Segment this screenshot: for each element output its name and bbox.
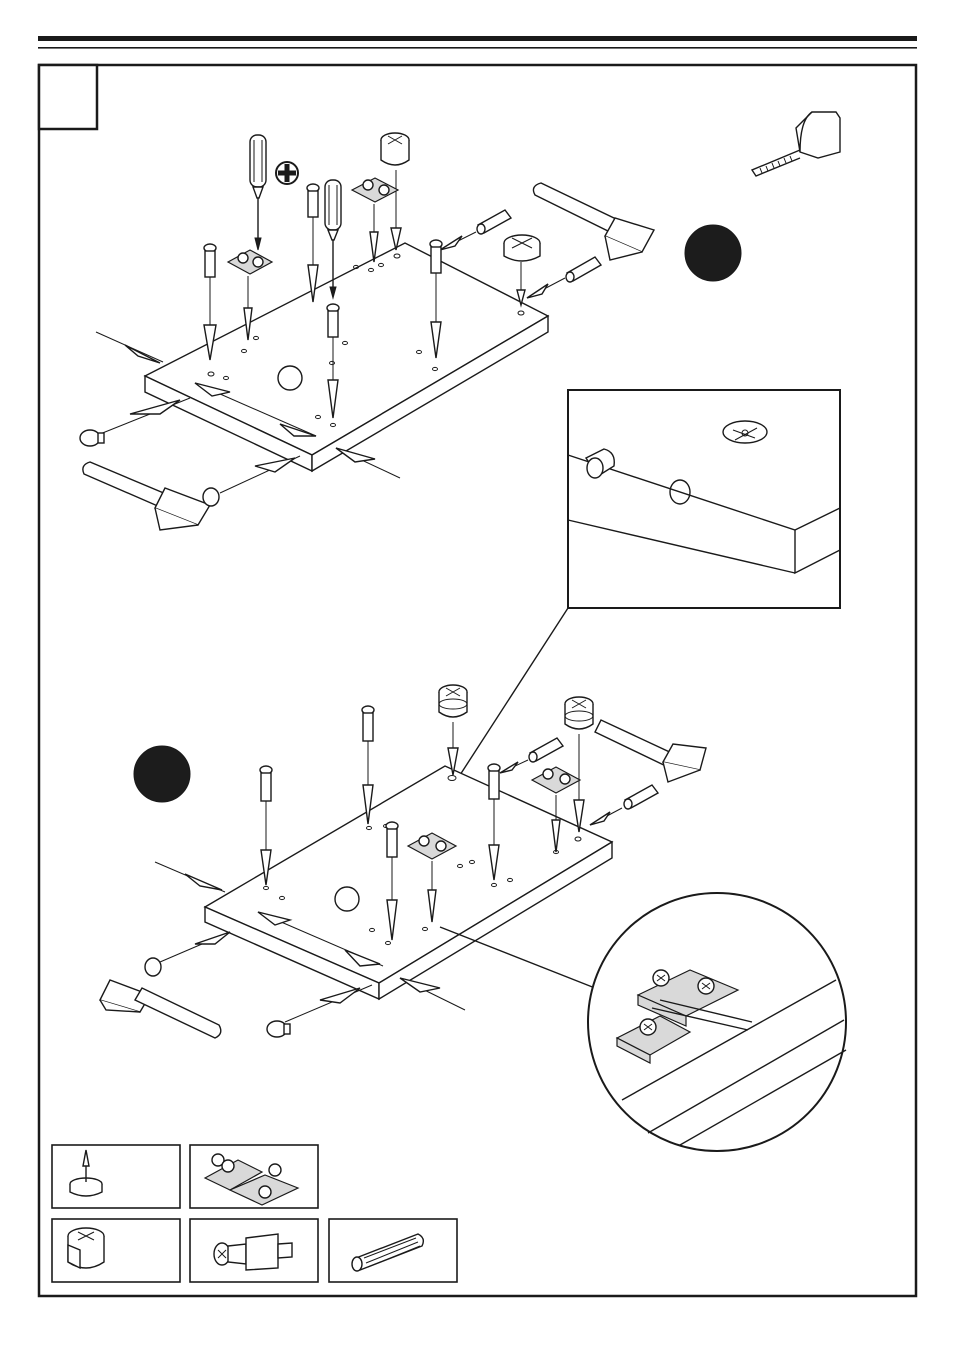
step-badge-a (685, 225, 741, 281)
step-badge-b (134, 746, 190, 802)
cam-bolt-bottom-2 (362, 706, 374, 824)
detail-leader-2 (440, 927, 600, 990)
header-rule-thick (38, 36, 917, 41)
hammer-icon-bottom-right (595, 720, 706, 782)
dowel-top-a (440, 210, 511, 250)
parts-legend (52, 1145, 457, 1282)
detail-panel-rect (568, 390, 840, 608)
dowel-bottom-b (590, 785, 658, 825)
step-number-box (39, 65, 97, 129)
detail-circle (588, 893, 846, 1151)
hammer-icon-bottom-left (100, 958, 221, 1038)
header-rule-thin (38, 47, 917, 49)
cam-lock-icon-detail (723, 421, 767, 443)
cam-bolt-bottom-1 (260, 766, 272, 885)
cam-lock-bottom-center (439, 685, 467, 775)
glide-nail-bottom (267, 1021, 290, 1037)
hammer-icon-top-right (533, 183, 654, 260)
part-box-cam-bolt (190, 1219, 318, 1282)
phillips-cross-icon (276, 162, 298, 184)
glide-nail-top (80, 430, 104, 446)
part-box-runner-bracket (190, 1145, 318, 1208)
part-box-dowel (329, 1219, 457, 1282)
part-box-glide-nail (52, 1145, 180, 1208)
hammer-icon (83, 462, 219, 530)
cam-lock-bottom-right (565, 697, 593, 832)
dowel-top-b (527, 257, 601, 298)
part-box-cam-lock (52, 1219, 180, 1282)
tape-measure-icon (752, 112, 840, 176)
phillips-screwdriver-icon (250, 135, 266, 250)
cam-bolt-top-2 (307, 184, 319, 302)
